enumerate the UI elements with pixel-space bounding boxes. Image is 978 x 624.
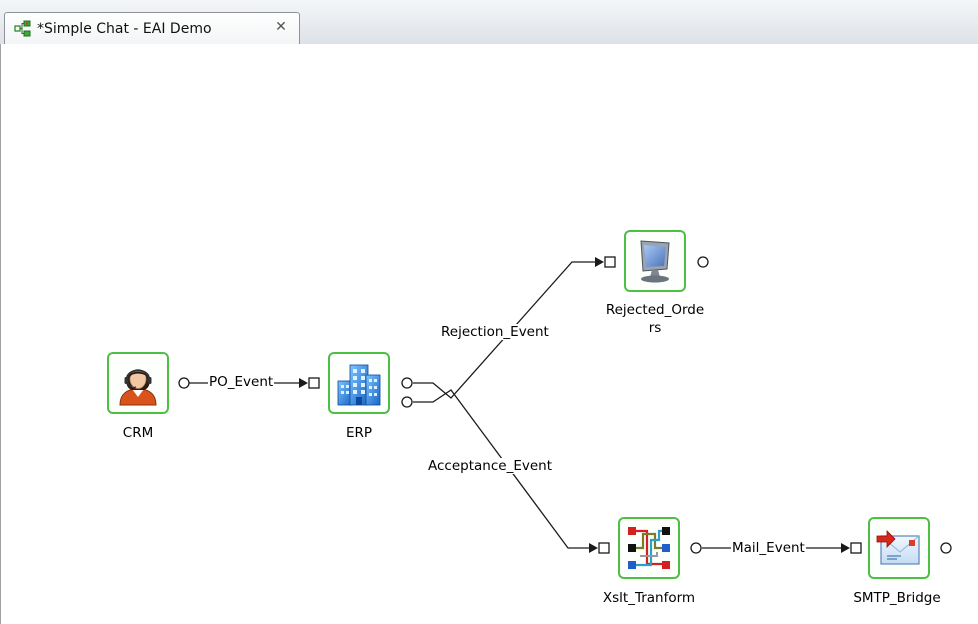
tab-title: *Simple Chat - EAI Demo <box>37 21 212 37</box>
po-event-label: PO_Event <box>208 374 275 390</box>
mail-icon <box>876 530 920 565</box>
transform-icon <box>628 527 670 569</box>
buildings-icon <box>337 364 381 406</box>
rejection-event-label: Rejection_Event <box>440 324 550 340</box>
rejected-orders-label-line1: Rejected_Orde <box>605 302 705 318</box>
acceptance-event-wire <box>413 389 590 549</box>
close-icon[interactable]: ✕ <box>275 19 287 35</box>
erp-node[interactable] <box>328 352 390 414</box>
erp-input-port <box>308 377 320 389</box>
smtp-output-port <box>940 542 952 554</box>
smtp-bridge-node[interactable] <box>868 517 930 579</box>
smtp-bridge-label: SMTP_Bridge <box>853 590 941 606</box>
xslt-transform-label: Xslt_Tranform <box>602 590 696 606</box>
rejected-orders-node[interactable] <box>624 230 686 292</box>
erp-output-port-2 <box>401 396 413 408</box>
crm-output-port <box>178 377 190 389</box>
canvas-left-border <box>0 44 1 624</box>
crm-label: CRM <box>122 425 154 441</box>
rejected-output-port <box>697 256 709 268</box>
monitor-icon <box>640 240 670 283</box>
xslt-input-port <box>598 542 610 554</box>
xslt-transform-node[interactable] <box>618 517 680 579</box>
editor-tab[interactable]: *Simple Chat - EAI Demo ✕ <box>4 12 300 44</box>
rejected-orders-label-line2: rs <box>648 320 662 336</box>
editor-tab-bar: *Simple Chat - EAI Demo ✕ <box>0 0 978 45</box>
mail-event-arrow <box>841 543 850 553</box>
user-headset-icon <box>119 369 157 406</box>
rejected-input-port <box>604 256 616 268</box>
erp-output-port-1 <box>401 377 413 389</box>
smtp-input-port <box>850 542 862 554</box>
xslt-output-port <box>690 542 702 554</box>
acceptance-event-label: Acceptance_Event <box>427 458 553 474</box>
po-event-arrow <box>299 378 308 388</box>
diagram-icon <box>14 20 31 37</box>
erp-label: ERP <box>345 425 373 441</box>
mail-event-label: Mail_Event <box>731 540 806 556</box>
crm-node[interactable] <box>107 352 169 414</box>
rejection-event-wire <box>413 261 597 399</box>
rejection-event-arrow <box>595 257 604 267</box>
acceptance-event-arrow <box>589 543 598 553</box>
